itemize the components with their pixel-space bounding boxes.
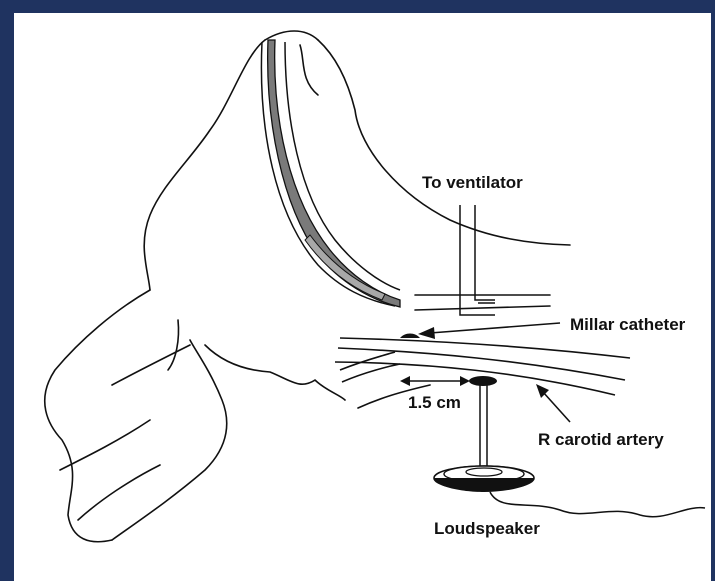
- chin-outline: [205, 345, 345, 400]
- ear-fold-line: [112, 345, 190, 385]
- skull-back-outline: [318, 40, 570, 245]
- speaker-cable: [490, 492, 705, 517]
- label-distance: 1.5 cm: [408, 393, 461, 412]
- label-r-carotid-artery: R carotid artery: [538, 430, 664, 449]
- catheter-tip: [400, 334, 420, 339]
- label-to-ventilator: To ventilator: [422, 173, 523, 192]
- artery-arrow: [536, 384, 570, 422]
- nostril-line: [300, 45, 318, 95]
- ear-lower-outline: [112, 340, 227, 540]
- ventilator-tube: [460, 205, 495, 315]
- ear-inner-line-1: [78, 465, 160, 520]
- distance-arrow: [400, 376, 470, 386]
- label-millar-catheter: Millar catheter: [570, 315, 686, 334]
- ear-inner-line-2: [60, 420, 150, 470]
- carotid-artery: [335, 338, 630, 395]
- head-upper-outline: [144, 40, 265, 290]
- ear-fold-inner: [168, 320, 179, 370]
- label-loudspeaker: Loudspeaker: [434, 519, 540, 538]
- catheter-arrow: [418, 323, 560, 339]
- animal-outline: [45, 31, 570, 542]
- neck-upper-line-2: [415, 306, 550, 310]
- snout-tip: [265, 31, 318, 40]
- tracheal-tube: [261, 40, 400, 307]
